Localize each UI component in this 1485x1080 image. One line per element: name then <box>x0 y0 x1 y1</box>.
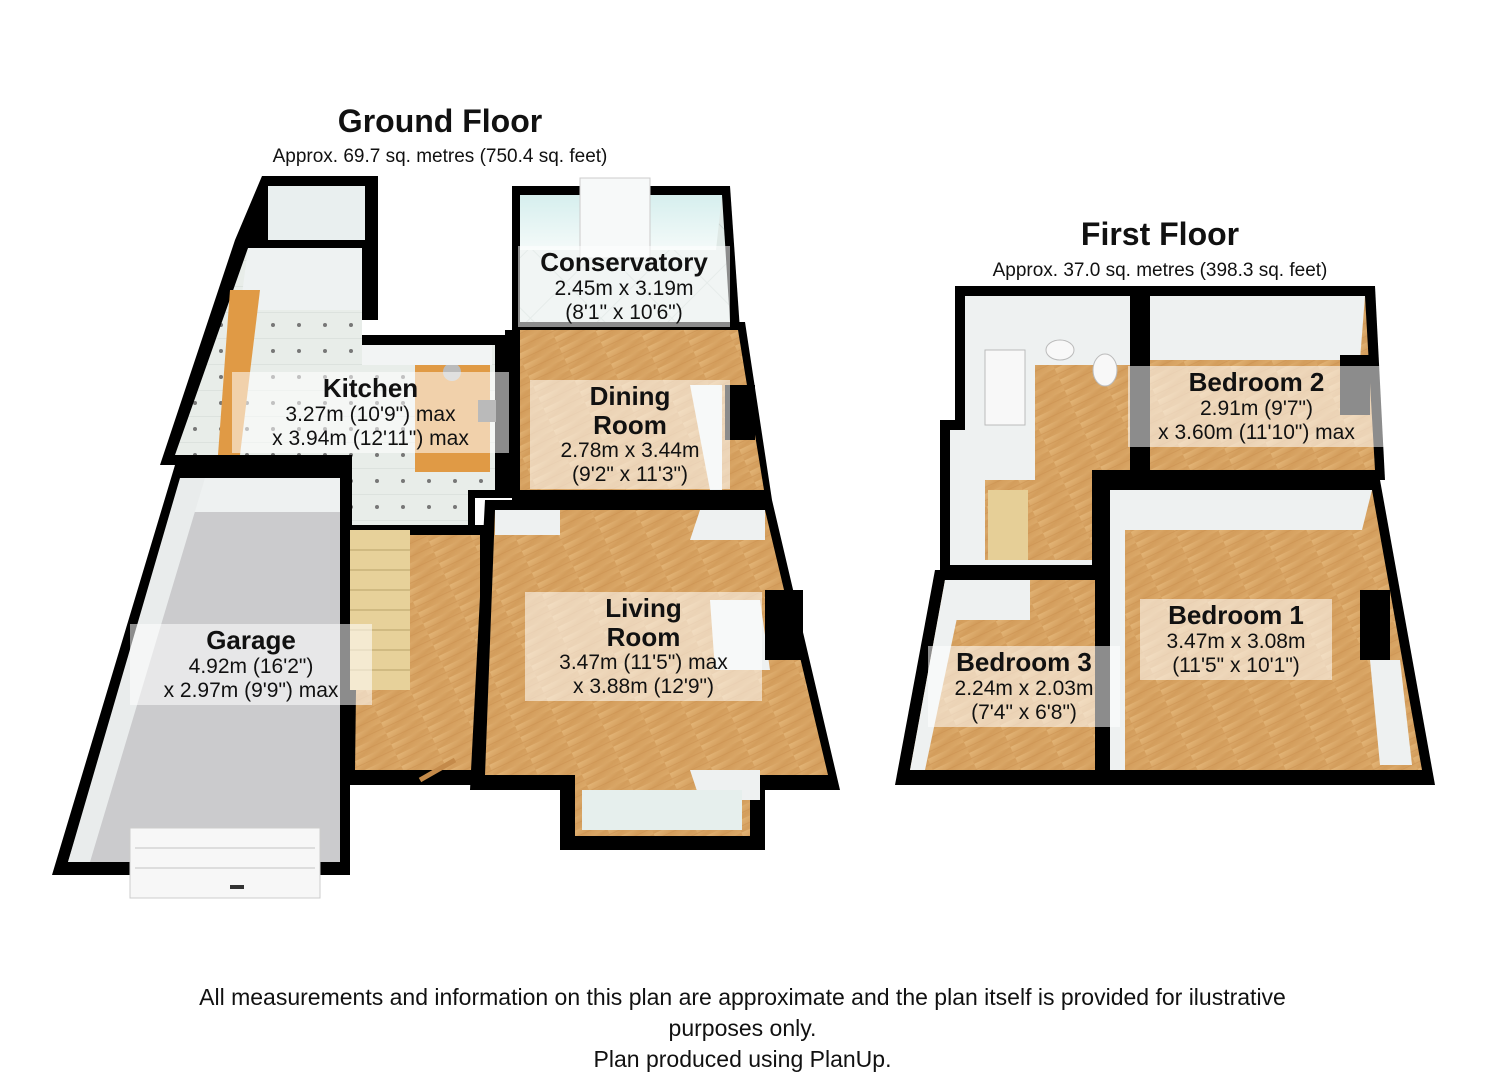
room-dimension: x 3.88m (12'9") <box>572 675 715 699</box>
room-name: Garage <box>206 625 296 655</box>
room-name: Bedroom 1 <box>1168 600 1304 630</box>
french-doors-icon <box>579 177 651 259</box>
bedroom-2-label: Bedroom 2 2.91m (9'7") x 3.60m (11'10") … <box>1128 366 1385 447</box>
basin-icon <box>1045 339 1075 361</box>
ground-floor-title: Ground Floor <box>337 103 543 139</box>
room-dimension: 4.92m (16'2") <box>188 654 314 678</box>
front-door-icon <box>418 757 457 783</box>
room-name: Bedroom 3 <box>956 647 1092 677</box>
room-name: Conservatory <box>540 247 708 277</box>
first-floor-title: First Floor <box>1080 216 1240 252</box>
room-name: Kitchen <box>322 373 419 403</box>
ground-floor-area: Approx. 69.7 sq. metres (750.4 sq. feet) <box>272 146 608 167</box>
room-name: Living Room <box>605 593 682 652</box>
disclaimer: All measurements and information on this… <box>0 982 1485 1075</box>
living-room-label: Living Room 3.47m (11'5") max x 3.88m (1… <box>525 592 762 702</box>
staircase-icon <box>988 490 1028 560</box>
garage-door-icon <box>129 827 321 899</box>
room-name: Bedroom 2 <box>1188 367 1325 397</box>
room-dimension: x 3.94m (12'11") max <box>272 426 469 450</box>
toilet-icon <box>1092 353 1118 387</box>
room-dimension: (11'5" x 10'1") <box>1172 653 1300 677</box>
room-dimension: x 2.97m (9'9") max <box>163 678 339 702</box>
room-dimension: (7'4" x 6'8") <box>971 700 1077 724</box>
room-dimension: (8'1" x 10'6") <box>565 300 683 324</box>
room-name: Dining Room <box>589 381 671 440</box>
room-dimension: 2.91m (9'7") <box>1199 396 1313 420</box>
room-dimension: 2.24m x 2.03m <box>954 676 1094 700</box>
room-dimension: 3.47m (11'5") max <box>559 651 728 675</box>
room-dimension: (9'2" x 11'3") <box>572 463 688 487</box>
garage-label: Garage 4.92m (16'2") x 2.97m (9'9") max <box>130 624 372 705</box>
room-dimension: 2.78m x 3.44m <box>560 439 700 463</box>
bathtub-icon <box>984 349 1026 426</box>
hallway <box>345 525 490 785</box>
conservatory-label: Conservatory 2.45m x 3.19m (8'1" x 10'6"… <box>518 246 730 327</box>
bedroom-1-label: Bedroom 1 3.47m x 3.08m (11'5" x 10'1") <box>1140 599 1332 680</box>
first-floor-area: Approx. 37.0 sq. metres (398.3 sq. feet) <box>992 260 1328 281</box>
bedroom-3-label: Bedroom 3 2.24m x 2.03m (7'4" x 6'8") <box>928 646 1120 727</box>
disclaimer-line-3: Plan produced using PlanUp. <box>593 1046 892 1072</box>
kitchen-label: Kitchen 3.27m (10'9") max x 3.94m (12'11… <box>232 372 509 453</box>
disclaimer-line-1: All measurements and information on this… <box>199 984 1286 1010</box>
room-dimension: 3.47m x 3.08m <box>1166 629 1306 653</box>
bathroom-landing <box>940 286 1140 575</box>
room-dimension: 3.27m (10'9") max <box>285 402 456 426</box>
disclaimer-line-2: purposes only. <box>668 1015 817 1041</box>
dining-room-label: Dining Room 2.78m x 3.44m (9'2" x 11'3") <box>530 380 730 490</box>
room-dimension: x 3.60m (11'10") max <box>1158 420 1355 444</box>
room-dimension: 2.45m x 3.19m <box>554 276 694 300</box>
